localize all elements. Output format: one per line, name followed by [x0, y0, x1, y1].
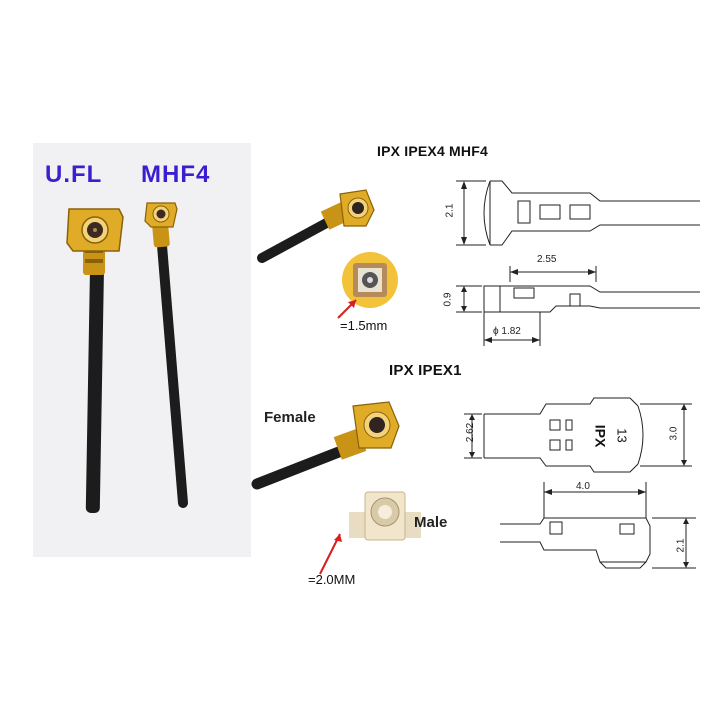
ipex4-diameter-dim: ϕ 1.82: [493, 326, 521, 337]
ipex1-side-drawing: [500, 482, 696, 569]
ipex1-length-dim: 4.0: [576, 481, 590, 492]
mhf4-label: MHF4: [141, 161, 211, 188]
ipex4-callout: =1.5mm: [340, 318, 388, 333]
ufl-mhf4-cable-photo: [66, 202, 188, 514]
ipex4-height-dim: 2.1: [444, 203, 456, 218]
ipex1-callout: =2.0MM: [308, 572, 356, 587]
ipex4-side-drawing: [456, 266, 700, 346]
ipex4-heading: IPX IPEX4 MHF4: [377, 143, 488, 159]
left-photo-panel: U.FL MHF4: [33, 143, 251, 557]
ipex4-male-photo: [342, 252, 398, 308]
ipex4-thickness-dim: 0.9: [442, 292, 454, 307]
ipx-marking: IPX: [592, 424, 609, 448]
ipex4-length-dim: 2.55: [537, 254, 557, 265]
ipx-marking-number: 13: [614, 428, 630, 443]
ipex1-profile-height-dim: 2.1: [675, 538, 687, 553]
ipex1-red-arrow-icon: [319, 533, 342, 575]
ipex4-red-arrow-icon: [337, 299, 357, 319]
ipex4-top-drawing: [456, 180, 700, 246]
male-label: Male: [414, 514, 448, 531]
female-label: Female: [264, 409, 316, 426]
ipex1-male-photo: [349, 491, 421, 541]
ipex1-female-cable-photo: [251, 401, 400, 490]
ipex4-cable-photo: [257, 189, 375, 263]
ipex1-top-drawing: [464, 397, 692, 473]
ipex1-left-height-dim: 2.62: [465, 422, 477, 443]
ufl-label: U.FL: [45, 161, 103, 188]
ipex1-right-height-dim: 3.0: [668, 426, 680, 441]
ipex1-heading: IPX IPEX1: [389, 362, 462, 379]
